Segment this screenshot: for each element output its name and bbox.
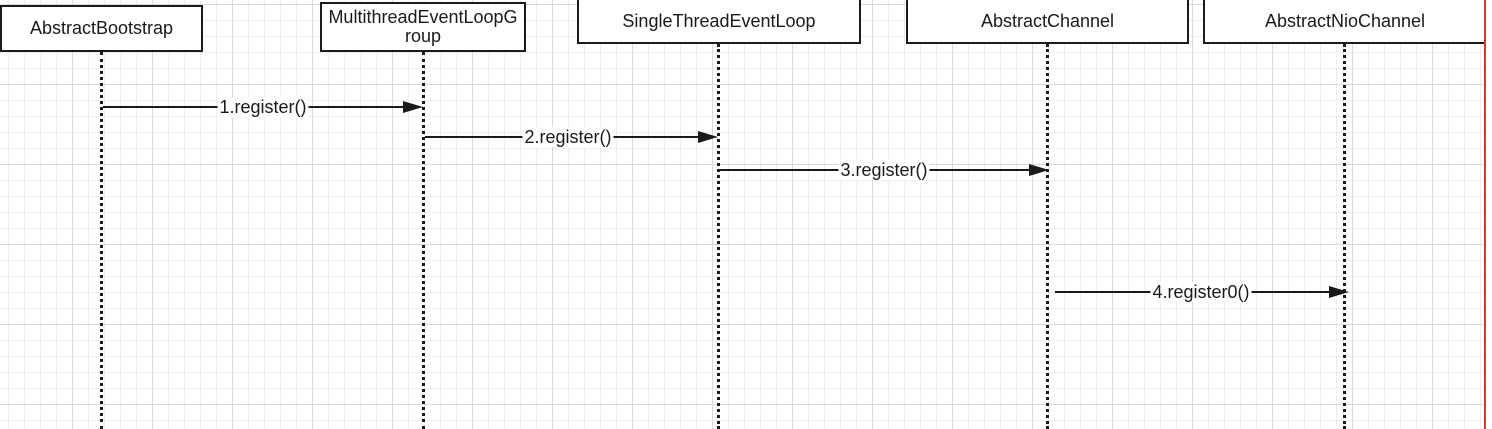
message-1-arrowhead	[403, 101, 423, 113]
message-3-label: 3.register()	[838, 160, 930, 180]
lifeline-abstract-bootstrap-line	[100, 52, 103, 429]
message-2-arrowhead	[698, 131, 718, 143]
message-1[interactable]: 1.register()	[103, 97, 423, 117]
lifeline-abstract-bootstrap-label: AbstractBootstrap	[29, 18, 174, 39]
message-1-label: 1.register()	[217, 97, 309, 117]
lifeline-abstract-channel-line	[1046, 44, 1049, 429]
lifeline-abstract-nio-channel-line	[1343, 44, 1346, 429]
message-2-label: 2.register()	[522, 127, 614, 147]
lifeline-single-thread-event-loop-line	[717, 44, 720, 429]
message-4-arrowhead	[1329, 286, 1349, 298]
message-4[interactable]: 4.register0()	[1055, 282, 1349, 302]
lifeline-multithread-event-loop-group-line	[422, 52, 425, 429]
message-3-arrowhead	[1029, 164, 1049, 176]
lifeline-abstract-channel-label: AbstractChannel	[980, 10, 1115, 31]
message-4-label: 4.register0()	[1150, 282, 1252, 302]
lifeline-abstract-nio-channel-label: AbstractNioChannel	[1264, 10, 1426, 31]
message-2[interactable]: 2.register()	[425, 127, 718, 147]
lifeline-single-thread-event-loop-label: SingleThreadEventLoop	[622, 10, 816, 31]
lifeline-abstract-nio-channel-box[interactable]: AbstractNioChannel	[1203, 0, 1487, 44]
lifeline-multithread-event-loop-group-box[interactable]: MultithreadEventLoopGroup	[320, 2, 526, 52]
lifeline-single-thread-event-loop-box[interactable]: SingleThreadEventLoop	[577, 0, 861, 44]
message-3[interactable]: 3.register()	[720, 160, 1049, 180]
lifeline-abstract-bootstrap-box[interactable]: AbstractBootstrap	[0, 5, 203, 52]
page-edge	[1484, 0, 1492, 429]
lifeline-multithread-event-loop-group-label: MultithreadEventLoopGroup	[328, 7, 518, 46]
lifeline-abstract-channel-box[interactable]: AbstractChannel	[906, 0, 1189, 44]
